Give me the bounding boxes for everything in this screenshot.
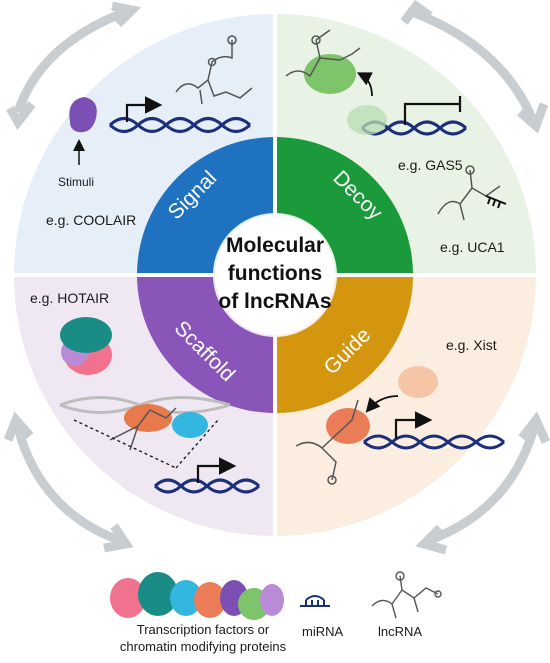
- lncrna-icon: [285, 29, 361, 78]
- legend-lncrna-icon: [371, 571, 442, 619]
- scaffold-illustration: [59, 317, 261, 494]
- cycle-arrow-top-right: [410, 7, 537, 120]
- cycle-arrows: [3, 0, 550, 555]
- xist-label: e.g. Xist: [446, 337, 497, 353]
- dna-helix: [108, 117, 252, 133]
- scaffold-protein-blue-icon: [172, 412, 208, 438]
- coolair-label: e.g. COOLAIR: [46, 212, 136, 228]
- decoy-illustration: [285, 29, 507, 221]
- legend-mirna-icon: [300, 595, 330, 607]
- hotair-label: e.g. HOTAIR: [30, 290, 109, 306]
- lncrna-icon: [175, 40, 253, 105]
- promoter-arrow-icon: [196, 457, 237, 483]
- ring-signal: [137, 137, 273, 273]
- center-circle: [215, 215, 335, 335]
- cycle-arrow-top-left: [13, 7, 127, 114]
- uca1-label: e.g. UCA1: [440, 239, 505, 255]
- gas5-label: e.g. GAS5: [398, 157, 463, 173]
- signal-illustration: [69, 35, 253, 165]
- center-title-line1: Molecular: [226, 234, 324, 257]
- promoter-arrow-icon: [394, 411, 433, 439]
- legend-mirna-label: miRNA: [302, 624, 343, 639]
- faded-protein-icon: [398, 366, 438, 398]
- legend-proteins-icon: [110, 572, 284, 620]
- center-title-line2: functions: [228, 262, 323, 285]
- cycle-arrow-bottom-left: [13, 426, 120, 545]
- dna-helix: [363, 434, 505, 450]
- blocked-promoter-icon: [403, 96, 462, 125]
- quadrant-backgrounds: [13, 13, 537, 537]
- ring-decoy: [277, 137, 413, 273]
- legend-lncrna-label: lncRNA: [378, 624, 422, 639]
- cycle-arrow-bottom-right: [428, 426, 539, 545]
- function-ring: [137, 137, 413, 413]
- ring-guide: [277, 277, 413, 413]
- legend: Transcription factors or chromatin modif…: [110, 571, 442, 654]
- promoter-arrow-icon: [125, 96, 163, 122]
- scaffold-protein-orange-icon: [124, 404, 172, 432]
- ring-scaffold: [137, 277, 273, 413]
- legend-proteins-label-line1: Transcription factors or: [137, 622, 270, 637]
- lncrna-icon: [295, 399, 359, 481]
- guide-illustration: [295, 366, 505, 485]
- stimuli-label: Stimuli: [58, 175, 94, 189]
- transcription-factor-icon: [69, 97, 97, 133]
- legend-proteins-label-line2: chromatin modifying proteins: [120, 639, 287, 654]
- center-title-line3: of lncRNAs: [218, 290, 331, 313]
- faded-protein-icon: [347, 105, 387, 135]
